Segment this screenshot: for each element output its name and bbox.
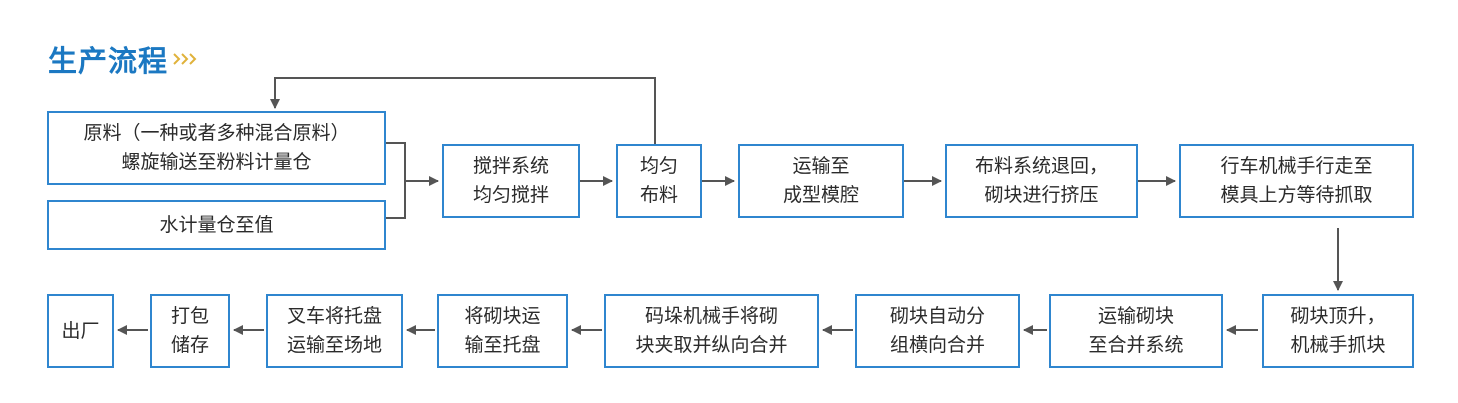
node-transport-merge: 运输砌块 至合并系统: [1049, 294, 1223, 368]
node-exit: 出厂: [47, 294, 114, 368]
page-title: 生产流程: [48, 38, 202, 80]
node-spreading: 均匀 布料: [616, 144, 702, 218]
node-forklift: 叉车将托盘 运输至场地: [266, 294, 403, 368]
page-title-text: 生产流程: [48, 44, 169, 78]
node-mixing: 搅拌系统 均匀搅拌: [442, 144, 580, 218]
node-lift-grab: 砌块顶升， 机械手抓块: [1262, 294, 1414, 368]
node-auto-group: 砌块自动分 组横向合并: [855, 294, 1020, 368]
feedback-loop-line: [270, 77, 656, 145]
node-pressing: 布料系统退回， 砌块进行挤压: [945, 144, 1138, 218]
node-stacking-robot: 码垛机械手将砌 块夹取并纵向合并: [604, 294, 819, 368]
node-to-pallet: 将砌块运 输至托盘: [437, 294, 568, 368]
node-mold-transport: 运输至 成型模腔: [738, 144, 904, 218]
node-water-metering: 水计量仓至值: [47, 200, 386, 250]
double-chevron-right-icon: [172, 49, 202, 69]
connector-raw-bracket: [386, 142, 406, 219]
node-crane-waiting: 行车机械手行走至 模具上方等待抓取: [1179, 144, 1414, 218]
node-pack-store: 打包 储存: [150, 294, 230, 368]
node-raw-material: 原料（一种或者多种混合原料） 螺旋输送至粉料计量仓: [47, 111, 386, 185]
